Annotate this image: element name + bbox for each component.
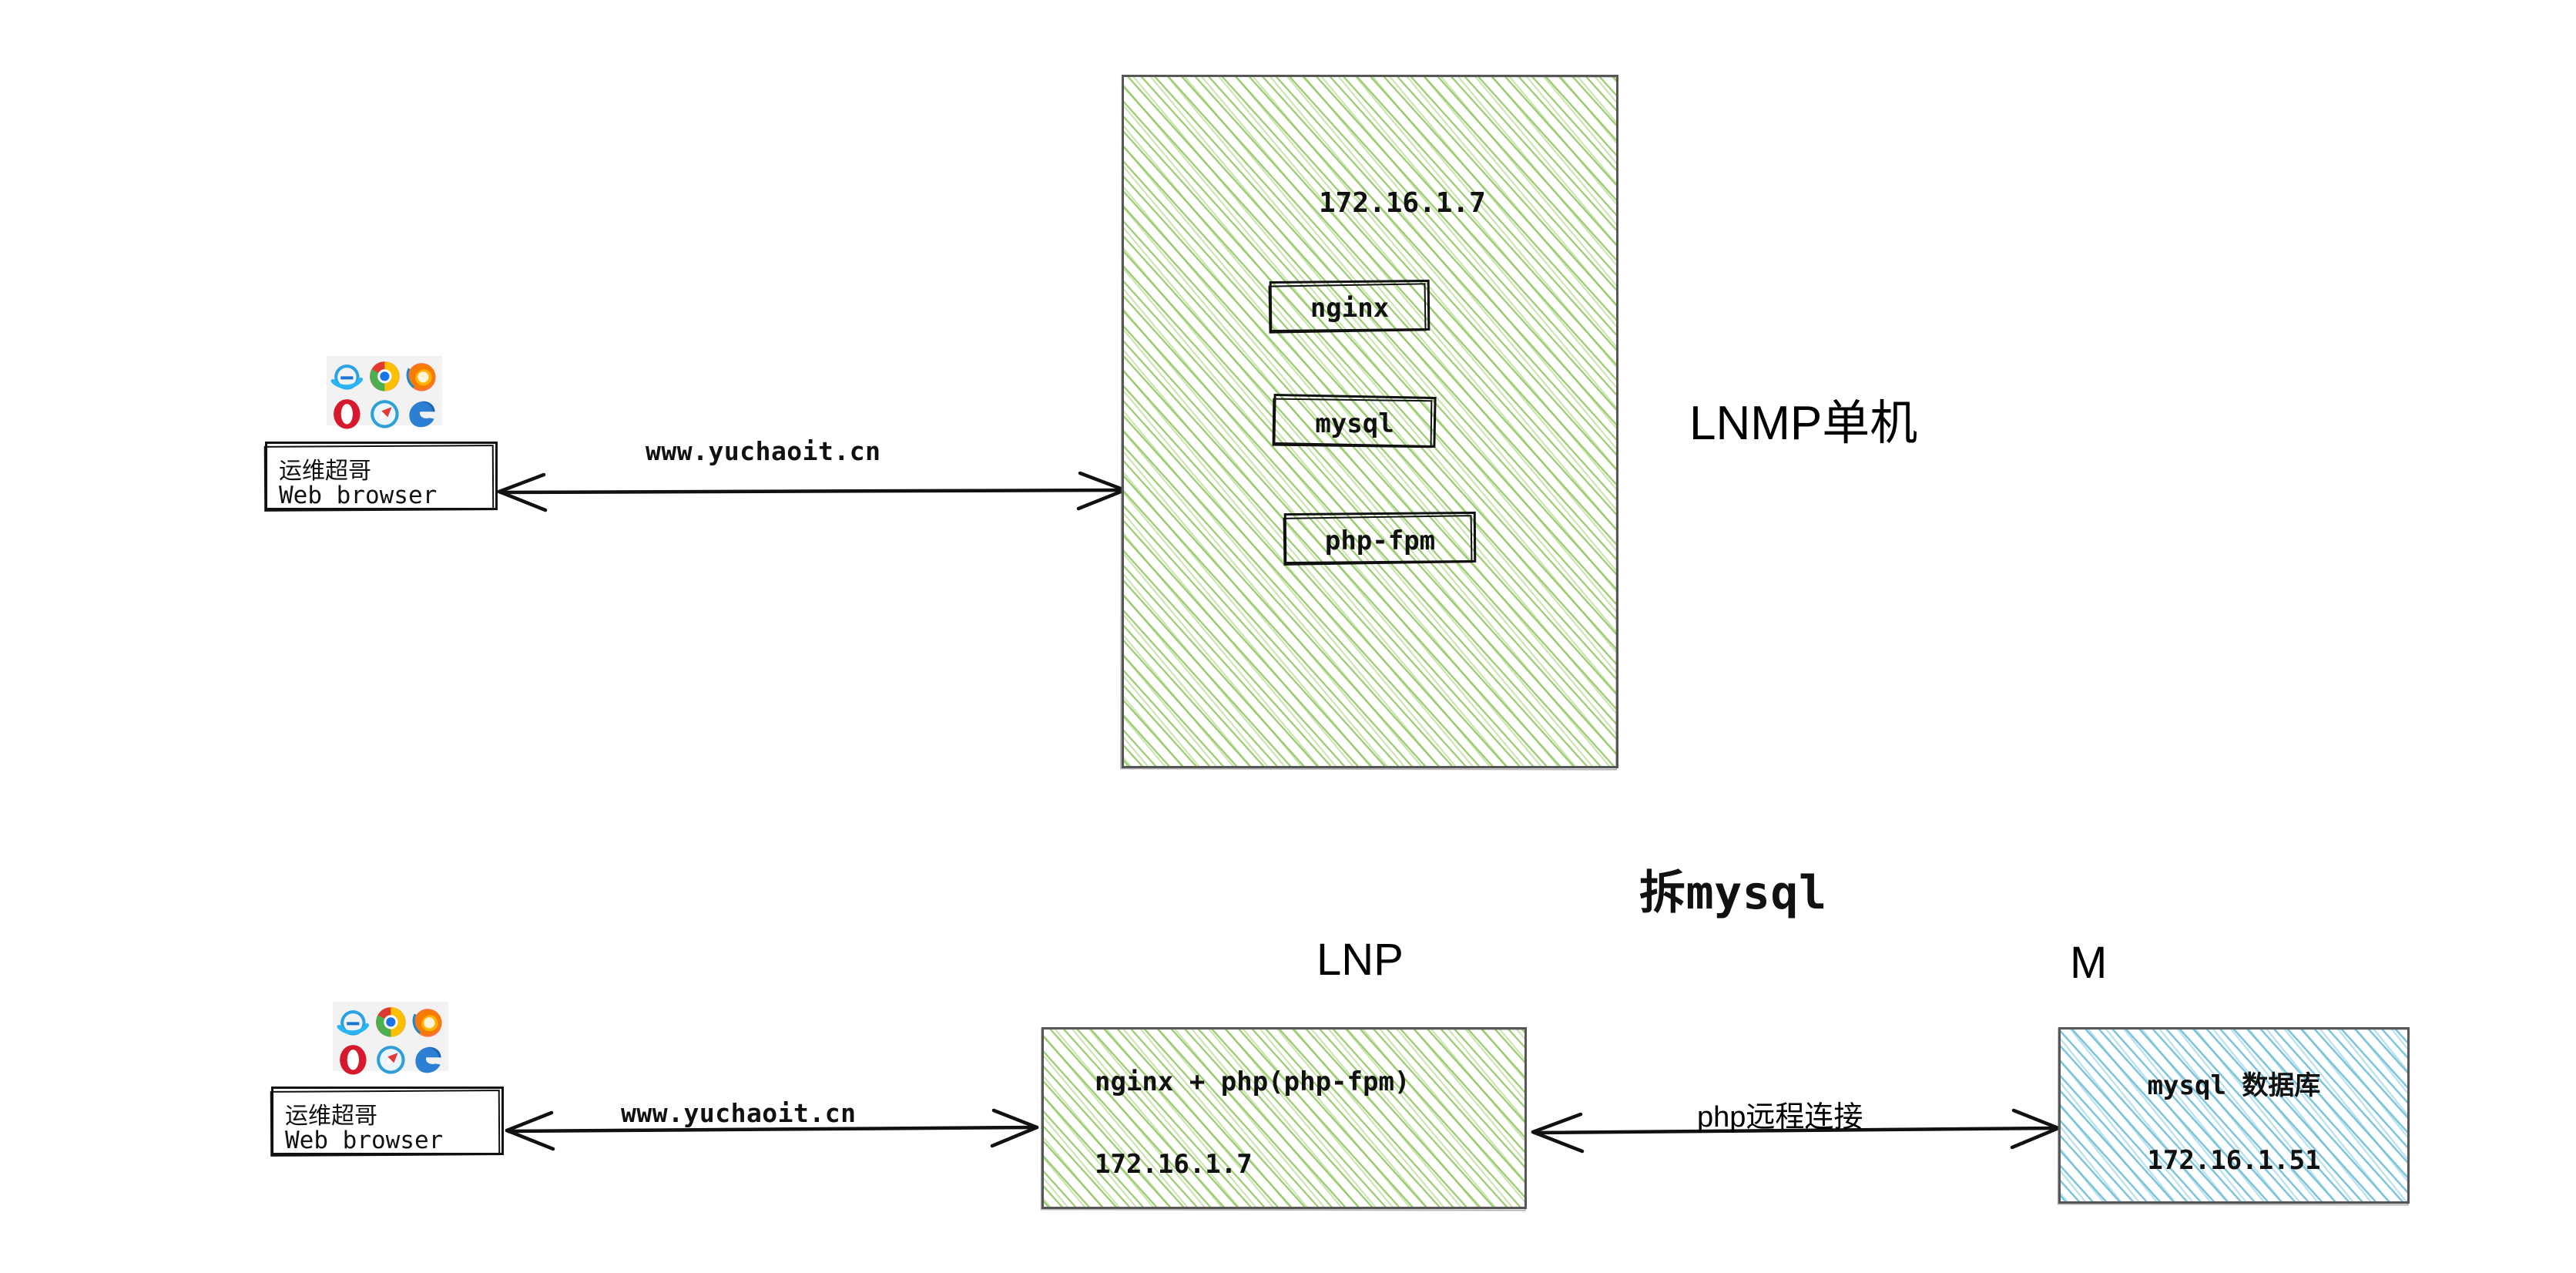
lnmp-server-box[interactable] xyxy=(1122,75,1618,768)
ie-icon xyxy=(334,1003,372,1041)
opera-icon xyxy=(334,1041,372,1079)
safari-icon xyxy=(366,395,404,433)
firefox-icon xyxy=(409,1003,447,1041)
lnp-line2: 172.16.1.7 xyxy=(1095,1149,1253,1180)
ie-icon xyxy=(328,358,366,395)
lnp-server-box[interactable] xyxy=(1041,1027,1527,1209)
service-label-mysql: mysql xyxy=(1315,408,1394,439)
mysql-line2: 172.16.1.51 xyxy=(2147,1145,2321,1176)
connection-label-bottom-left: www.yuchaoit.cn xyxy=(621,1098,857,1128)
mysql-line1: mysql 数据库 xyxy=(2147,1070,2321,1101)
client-box-bottom[interactable] xyxy=(271,1087,504,1155)
service-label-nginx: nginx xyxy=(1310,293,1390,324)
client-line1-top: 运维超哥 xyxy=(279,458,371,485)
lnmp-single-label: LNMP单机 xyxy=(1689,397,1918,450)
edge-icon xyxy=(403,395,441,433)
client-line1-bottom: 运维超哥 xyxy=(285,1103,377,1130)
lnp-label: LNP xyxy=(1317,935,1404,985)
browser-icons-bottom xyxy=(333,1002,448,1075)
safari-icon xyxy=(372,1041,410,1079)
service-label-phpfpm: php-fpm xyxy=(1324,526,1436,556)
opera-icon xyxy=(328,395,366,433)
chrome-icon xyxy=(372,1003,410,1041)
client-box-top[interactable] xyxy=(265,442,498,510)
m-label: M xyxy=(2070,938,2108,988)
connection-label-bottom-right: php远程连接 xyxy=(1697,1101,1863,1134)
client-line2-top: Web browser xyxy=(279,482,438,509)
mysql-server-box[interactable] xyxy=(2058,1027,2410,1204)
connection-label-top: www.yuchaoit.cn xyxy=(646,436,881,466)
split-mysql-label: 拆mysql xyxy=(1639,866,1827,920)
edge-icon xyxy=(409,1041,447,1079)
server-ip-top: 172.16.1.7 xyxy=(1319,187,1486,219)
lnp-line1: nginx + php(php-fpm) xyxy=(1095,1066,1410,1097)
firefox-icon xyxy=(403,358,441,395)
arrow-client-server-top xyxy=(497,471,1127,512)
arrow-lnp-mysql xyxy=(1531,1108,2061,1154)
chrome-icon xyxy=(366,358,404,395)
client-line2-bottom: Web browser xyxy=(285,1127,444,1154)
arrow-client-lnp xyxy=(505,1108,1039,1151)
browser-icons-top xyxy=(327,356,442,429)
